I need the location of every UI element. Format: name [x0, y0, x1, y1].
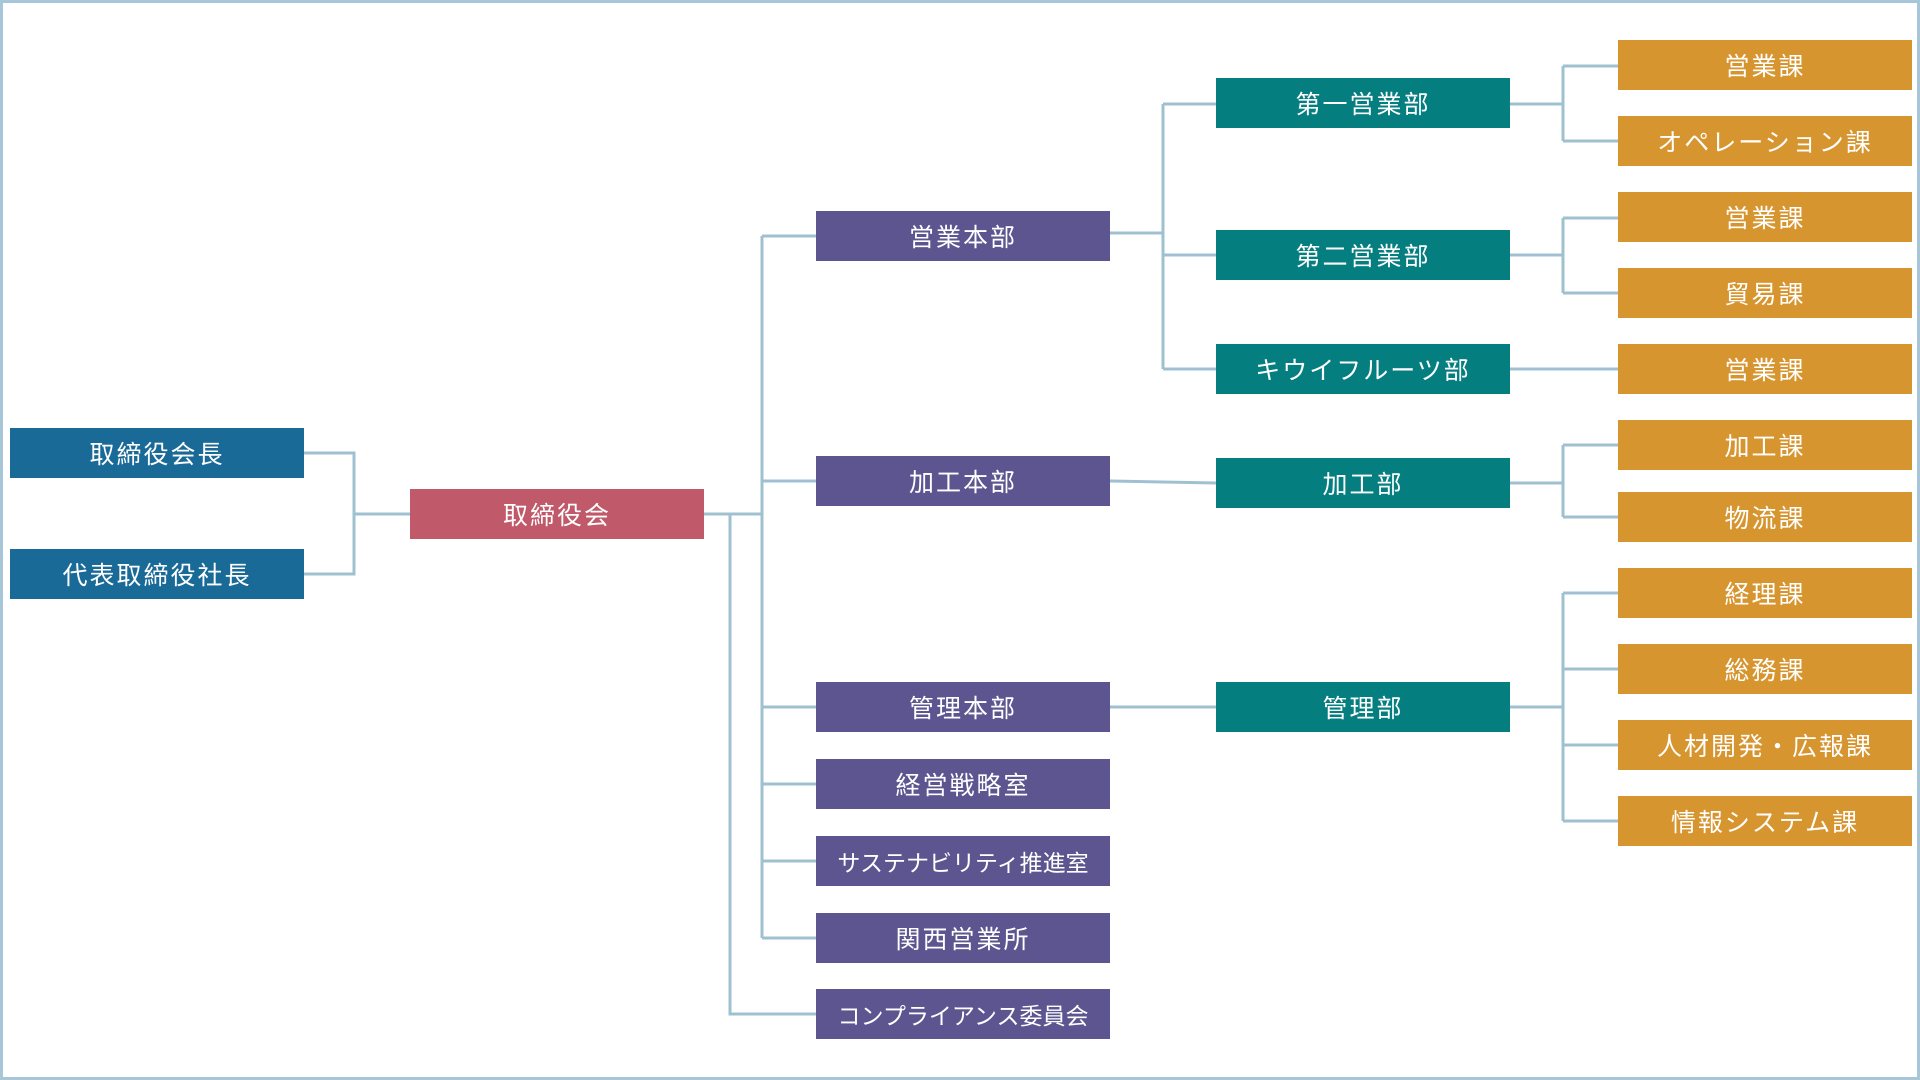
node-sec-general-affairs[interactable]: 総務課 [1618, 644, 1912, 694]
node-sec-operations[interactable]: オペレーション課 [1618, 116, 1912, 166]
node-sec-accounting[interactable]: 経理課 [1618, 568, 1912, 618]
node-sec-sales-2[interactable]: 営業課 [1618, 192, 1912, 242]
node-compliance-committee[interactable]: コンプライアンス委員会 [816, 989, 1110, 1039]
node-sales-hq[interactable]: 営業本部 [816, 211, 1110, 261]
node-sec-trade[interactable]: 貿易課 [1618, 268, 1912, 318]
node-kansai-office[interactable]: 関西営業所 [816, 913, 1110, 963]
node-admin-hq[interactable]: 管理本部 [816, 682, 1110, 732]
node-sec-hr-pr[interactable]: 人材開発・広報課 [1618, 720, 1912, 770]
node-sustainability-office[interactable]: サステナビリティ推進室 [816, 836, 1110, 886]
node-board[interactable]: 取締役会 [410, 489, 704, 539]
node-sec-processing[interactable]: 加工課 [1618, 420, 1912, 470]
node-strategy-office[interactable]: 経営戦略室 [816, 759, 1110, 809]
node-sec-sales-1[interactable]: 営業課 [1618, 40, 1912, 90]
node-processing-dept[interactable]: 加工部 [1216, 458, 1510, 508]
node-sec-sales-3[interactable]: 営業課 [1618, 344, 1912, 394]
node-sales-dept-2[interactable]: 第二営業部 [1216, 230, 1510, 280]
node-processing-hq[interactable]: 加工本部 [816, 456, 1110, 506]
connector-board-to-compliance [728, 514, 816, 1016]
node-sales-dept-1[interactable]: 第一営業部 [1216, 78, 1510, 128]
node-admin-dept[interactable]: 管理部 [1216, 682, 1510, 732]
connector-exec-to-board [302, 451, 356, 576]
node-sec-logistics[interactable]: 物流課 [1618, 492, 1912, 542]
node-sec-it[interactable]: 情報システム課 [1618, 796, 1912, 846]
node-kiwi-dept[interactable]: キウイフルーツ部 [1216, 344, 1510, 394]
node-president[interactable]: 代表取締役社長 [10, 549, 304, 599]
node-chairman[interactable]: 取締役会長 [10, 428, 304, 478]
connector-processing-hq-to-dept [1109, 479, 1217, 485]
